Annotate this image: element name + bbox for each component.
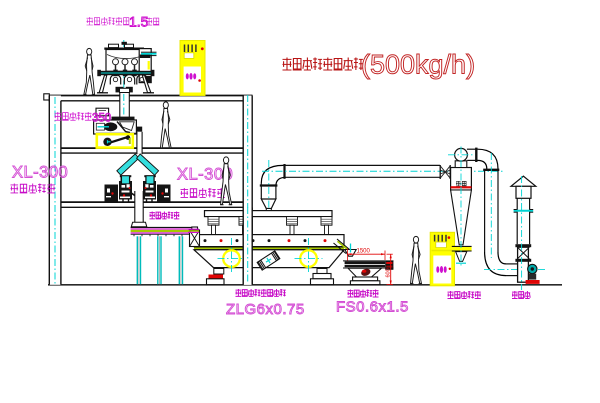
svg-text:600: 600 [385, 268, 391, 277]
svg-text:XL-300: XL-300 [177, 166, 233, 184]
svg-text:1500: 1500 [357, 248, 371, 254]
svg-text:350: 350 [92, 113, 111, 125]
svg-text:XL-300: XL-300 [12, 164, 68, 182]
svg-text:(500kg/h): (500kg/h) [361, 50, 475, 80]
svg-text:1.5: 1.5 [129, 14, 149, 30]
svg-text:ZLG6x0.75: ZLG6x0.75 [226, 301, 305, 318]
svg-text:FS0.6x1.5: FS0.6x1.5 [336, 299, 409, 316]
